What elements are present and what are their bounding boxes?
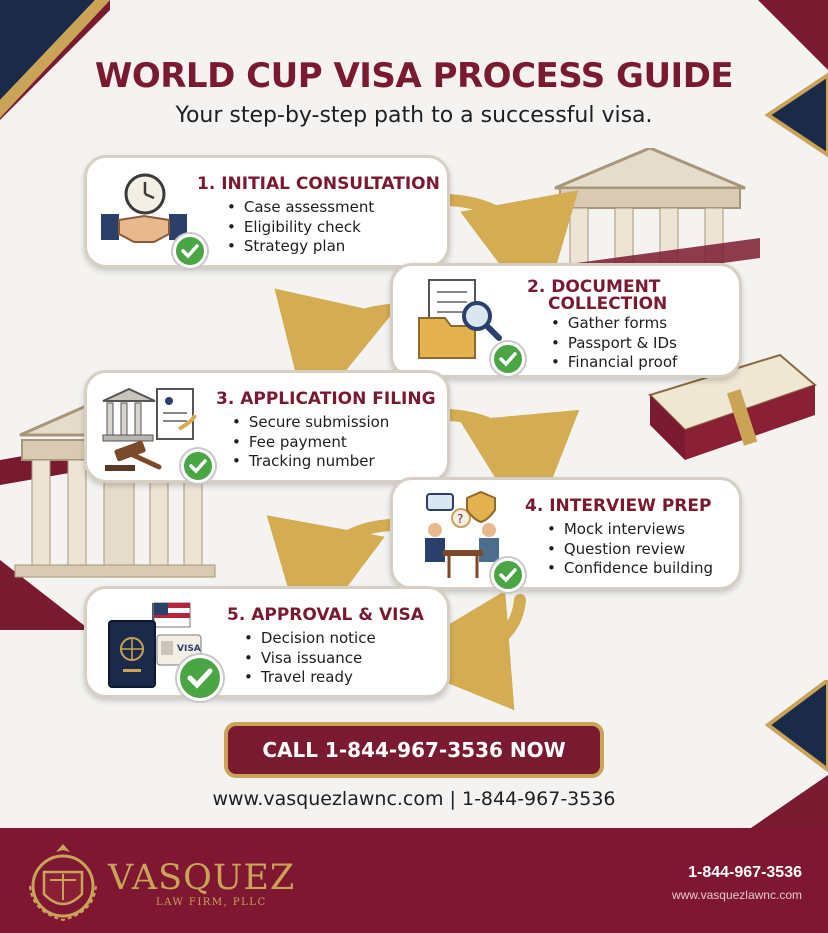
step-title: 3. APPLICATION FILING [216,389,436,409]
check-icon [177,655,223,701]
step-items-list: Mock interviews Question review Confiden… [547,520,713,579]
check-icon [491,558,525,592]
corner-decoration-bottom-right [748,680,828,830]
check-icon [181,449,215,483]
documents-folder-icon [418,279,502,359]
corner-decoration-top-right [758,0,828,158]
footer-bar [0,828,828,933]
footer-website-link[interactable]: www.vasquezlawnc.com [671,888,802,902]
step-items-list: Secure submission Fee payment Tracking n… [232,413,389,472]
list-item: Case assessment [227,198,374,218]
step-items-list: Gather forms Passport & IDs Financial pr… [551,314,677,373]
step-title: 1. INITIAL CONSULTATION [197,174,440,194]
call-now-button[interactable]: CALL 1-844-967-3536 NOW [224,722,604,778]
step-items-list: Case assessment Eligibility check Strate… [227,198,374,257]
law-book-illustration [648,353,817,460]
visa-card-label: VISA [177,644,201,654]
list-item: Visa issuance [244,649,376,669]
list-item: Strategy plan [227,237,374,257]
interview-icon: ? [425,490,499,578]
law-firm-crest-icon [29,844,97,922]
list-item: Confidence building [547,559,713,579]
flow-arrows [266,190,580,711]
contact-line[interactable]: www.vasquezlawnc.com | 1-844-967-3536 [212,788,616,810]
svg-text:?: ? [457,512,463,526]
list-item: Secure submission [232,413,389,433]
list-item: Fee payment [232,433,389,453]
brand-name: VASQUEZ [108,858,296,898]
list-item: Travel ready [244,668,376,688]
corner-decoration-top-left [0,0,110,120]
check-icon [491,342,525,376]
handshake-clock-icon [101,173,187,243]
step-card-interview-prep: ? 4. INTERVIEW PREP Mock interviews Ques… [390,477,742,592]
list-item: Eligibility check [227,218,374,238]
list-item: Decision notice [244,629,376,649]
step-card-application-filing: 3. APPLICATION FILING Secure submission … [84,370,450,483]
step-title-line-2: COLLECTION [548,294,668,314]
list-item: Mock interviews [547,520,713,540]
list-item: Question review [547,540,713,560]
step-title: 4. INTERVIEW PREP [525,496,712,516]
list-item: Financial proof [551,353,677,373]
step-title: 5. APPROVAL & VISA [227,605,424,625]
brand-subtitle: LAW FIRM, PLLC [156,897,267,908]
step-items-list: Decision notice Visa issuance Travel rea… [244,629,376,688]
page-subtitle: Your step-by-step path to a successful v… [175,103,653,128]
step-card-initial-consultation: 1. INITIAL CONSULTATION Case assessment … [84,155,450,268]
list-item: Passport & IDs [551,334,677,354]
courthouse-gavel-icon [102,387,197,471]
step-title-line-1: 2. DOCUMENT [527,277,661,297]
check-icon [173,234,207,268]
step-card-document-collection: 2. DOCUMENT COLLECTION Gather forms Pass… [390,263,742,378]
step-card-approval-visa: VISA 5. APPROVAL & VISA Decision notice … [84,586,450,701]
list-item: Gather forms [551,314,677,334]
footer-phone-link[interactable]: 1-844-967-3536 [688,864,802,881]
page-title: WORLD CUP VISA PROCESS GUIDE [94,56,734,96]
list-item: Tracking number [232,452,389,472]
